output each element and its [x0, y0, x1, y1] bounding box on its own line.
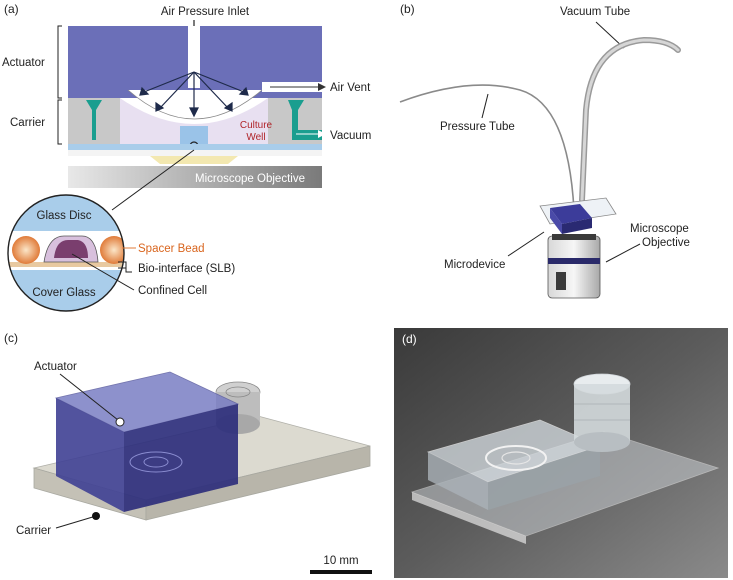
photo-block-side — [488, 446, 600, 510]
carrier-label: Carrier — [10, 117, 45, 129]
confined-cell-label: Confined Cell — [138, 285, 207, 297]
objective-label-2: Objective — [642, 237, 690, 249]
cover-glass-strip — [68, 144, 322, 150]
objective-body — [547, 235, 601, 299]
objective-text-mark — [556, 272, 566, 290]
photo-slide-edge — [412, 492, 526, 544]
panel-b-tag: (b) — [400, 2, 415, 16]
microscope-objective-label: Microscope Objective — [195, 173, 305, 185]
actuator-ring-inner — [143, 456, 169, 468]
illumination-cone — [150, 156, 238, 164]
scale-bar-label: 10 mm — [323, 555, 358, 567]
vacuum-arrowhead — [318, 130, 326, 138]
bio-interface-label: Bio-interface (SLB) — [138, 263, 235, 275]
culture-well-label-1: Culture — [240, 120, 273, 131]
actuator-bracket — [57, 25, 62, 99]
microscope-objective-bar — [68, 166, 322, 188]
air-pressure-inlet-label: Air Pressure Inlet — [161, 6, 250, 18]
actuator-label: Actuator — [2, 57, 45, 69]
dome-arrows — [139, 71, 249, 118]
vacuum-tube-label: Vacuum Tube — [560, 6, 630, 18]
inlet-channel — [188, 26, 200, 88]
panel-a: (a) Air Pressure Inlet Air Vent Vacuum — [2, 2, 371, 312]
pressure-tube-label: Pressure Tube — [440, 121, 515, 133]
panel-c-carrier-dot — [92, 512, 100, 520]
teal-channel-right — [288, 100, 322, 140]
actuator-ring — [129, 451, 183, 473]
vacuum-label: Vacuum — [330, 130, 371, 142]
zoom-slb-layer — [8, 262, 124, 267]
culture-well-label-2: Well — [246, 132, 265, 143]
microdevice-top — [550, 204, 592, 224]
panel-d-tag: (d) — [402, 332, 417, 346]
zoom-connector — [111, 149, 195, 211]
photo-cylinder-bottom — [574, 432, 630, 452]
photo-ring-inner — [501, 451, 531, 465]
photo-block-front — [428, 452, 488, 510]
photo-ring — [485, 445, 547, 471]
dome-outline — [127, 89, 263, 120]
panel-c-actuator-dot — [115, 417, 125, 427]
glass-disc-small — [180, 126, 208, 144]
microdevice-front — [550, 208, 562, 234]
cover-glass-label: Cover Glass — [32, 287, 96, 299]
microdevice-side — [562, 218, 592, 234]
panel-c-actuator-leader — [59, 373, 119, 421]
vacuum-tube — [579, 36, 681, 203]
panel-c-carrier-label: Carrier — [16, 525, 51, 537]
carrier-slab-side — [145, 445, 371, 521]
confined-cell-leader — [71, 253, 135, 291]
objective-leader — [605, 243, 641, 263]
air-vent-label: Air Vent — [330, 82, 371, 94]
zoom-detail — [8, 195, 124, 311]
culture-well — [120, 98, 268, 144]
pressure-tube-leader — [481, 93, 489, 119]
panel-d: (d) — [394, 328, 728, 578]
spacer-bead-left — [12, 236, 40, 264]
stage-strip — [68, 150, 322, 156]
spacer-bead-label: Spacer Bead — [138, 243, 205, 255]
valve-ring — [225, 386, 251, 398]
microdevice-label: Microdevice — [444, 259, 505, 271]
actuator-cube-front — [56, 398, 124, 512]
vacuum-tube-highlight — [580, 38, 680, 202]
slb-bracket — [118, 261, 132, 273]
panel-c-carrier-leader — [55, 515, 97, 529]
objective-label-1: Microscope — [630, 223, 689, 235]
objective-cap — [552, 234, 596, 240]
panel-c-tag: (c) — [4, 331, 18, 345]
spacer-bead-right — [100, 236, 124, 264]
teal-channel-left — [86, 100, 102, 140]
zoom-circle-border — [7, 194, 125, 312]
panel-b: (b) Vacuum Tube Pressure Tube Microdevic… — [399, 2, 690, 299]
cell-nucleus — [54, 240, 88, 258]
panel-c-actuator-label: Actuator — [34, 361, 77, 373]
microdevice-leader — [507, 231, 545, 257]
panel-c: (c) Actuator Carrier 10 mm — [4, 331, 372, 574]
actuator-cube-side — [124, 404, 238, 512]
objective-band — [548, 258, 600, 264]
panel-a-tag: (a) — [4, 2, 19, 16]
pressure-tube — [399, 84, 575, 211]
air-vent-arrowhead — [318, 83, 326, 91]
glass-disc-label: Glass Disc — [37, 210, 92, 222]
carrier-bracket — [57, 99, 62, 145]
